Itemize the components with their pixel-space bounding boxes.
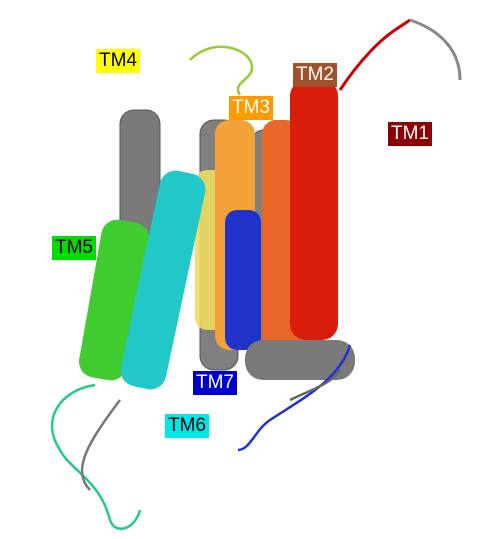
tm7-helix: [225, 210, 261, 350]
tm1-helix: [290, 18, 462, 340]
tm2-label: TM2: [293, 63, 337, 87]
tm5-label: TM5: [52, 236, 96, 260]
tm7-label: TM7: [193, 371, 237, 395]
tm6-label: TM6: [165, 414, 209, 438]
tm1-label: TM1: [388, 122, 432, 146]
tm6-helix: [120, 170, 206, 390]
tm4-label: TM4: [96, 49, 140, 73]
tm5-helix: [79, 219, 149, 381]
tm3-label: TM3: [229, 96, 273, 120]
loops: [50, 45, 352, 530]
helix-8: [245, 340, 355, 380]
